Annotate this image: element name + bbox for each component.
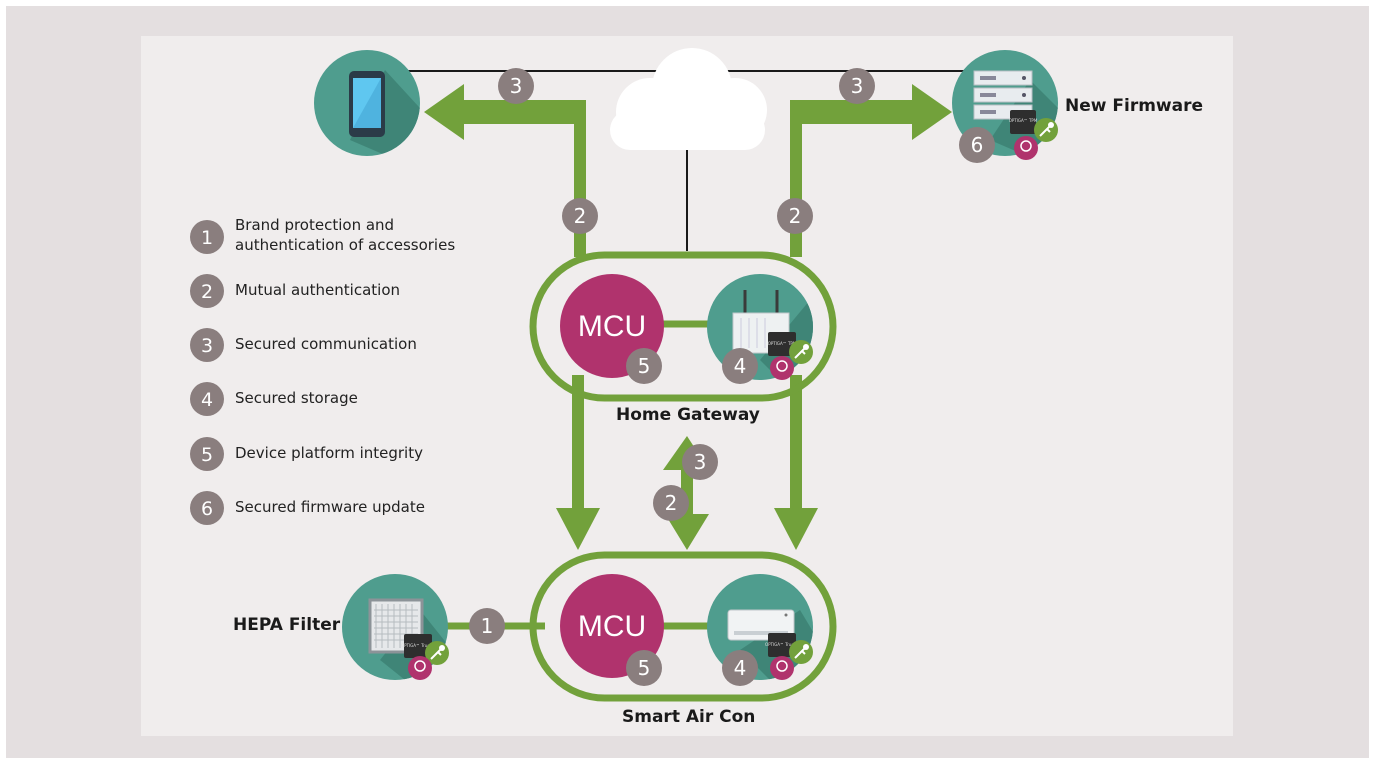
legend-bubble-5: 5: [190, 437, 224, 471]
svg-text:4: 4: [734, 656, 747, 680]
bubble-4-aircon: 4: [722, 650, 758, 686]
svg-text:2: 2: [789, 204, 802, 228]
certificate-icon: [770, 356, 794, 380]
mcu-gateway-label: MCU: [578, 310, 646, 343]
svg-text:5: 5: [638, 354, 651, 378]
legend-bubble-3: 3: [190, 328, 224, 362]
arrow-to-phone: [424, 84, 586, 257]
certificate-icon: [408, 656, 432, 680]
smart-aircon-container: [529, 551, 837, 702]
arrow-down-left: [556, 508, 600, 550]
bubble-3-center: 3: [682, 444, 718, 480]
bubble-3-phone: 3: [498, 68, 534, 104]
svg-text:1: 1: [481, 614, 494, 638]
chip-icon: OPTIGA™ Trust B: [765, 633, 799, 657]
bubble-3-server: 3: [839, 68, 875, 104]
chip-icon: OPTIGA™ TPM: [768, 332, 797, 356]
legend-bubble-4: 4: [190, 382, 224, 416]
smart-aircon-label: Smart Air Con: [622, 707, 756, 727]
server-chip-label: OPTIGA™ TPM: [1009, 118, 1038, 123]
air-conditioner-icon: [727, 609, 795, 641]
certificate-icon: [770, 656, 794, 680]
legend-bubble-2: 2: [190, 274, 224, 308]
hepa-filter-label: HEPA Filter: [233, 615, 341, 635]
bubble-2-left: 2: [562, 198, 598, 234]
svg-text:6: 6: [971, 133, 984, 157]
legend-text-1b: authentication of accessories: [235, 236, 456, 254]
hepa-chip-label: OPTIGA™ Trust B: [401, 643, 435, 648]
svg-text:2: 2: [574, 204, 587, 228]
legend-item-1: Brand protection and authentication of a…: [235, 215, 455, 255]
bubble-2-right: 2: [777, 198, 813, 234]
legend-text-1a: Brand protection and: [235, 216, 395, 234]
cloud-icon: [610, 48, 767, 150]
certificate-icon: [1014, 136, 1038, 160]
svg-text:5: 5: [201, 444, 213, 466]
svg-text:2: 2: [665, 491, 678, 515]
bubble-2-center: 2: [653, 485, 689, 521]
smartphone-icon: [349, 71, 385, 137]
arrow-down-right: [774, 508, 818, 550]
svg-text:1: 1: [201, 227, 213, 249]
svg-text:3: 3: [201, 335, 213, 357]
svg-text:3: 3: [851, 74, 864, 98]
home-gateway-label: Home Gateway: [616, 405, 760, 425]
svg-text:3: 3: [694, 450, 707, 474]
diagram-number-bubbles: 3 3 2 2 6 5 4 3 2 1 5 4: [469, 68, 995, 686]
legend-item-5: Device platform integrity: [235, 444, 423, 462]
arrow-down-center: [665, 514, 709, 550]
aircon-chip-label: OPTIGA™ Trust B: [765, 642, 799, 647]
new-firmware-label: New Firmware: [1065, 96, 1204, 116]
legend-item-6: Secured firmware update: [235, 498, 425, 516]
home-gateway-container: [529, 251, 837, 402]
svg-text:4: 4: [201, 389, 213, 411]
legend-item-2: Mutual authentication: [235, 281, 401, 299]
legend-bubble-6: 6: [190, 491, 224, 525]
bubble-1-hepa: 1: [469, 608, 505, 644]
legend-bubbles: 1 2 3 4 5 6: [190, 220, 224, 525]
mcu-aircon-label: MCU: [578, 610, 646, 643]
bubble-6-server: 6: [959, 127, 995, 163]
legend-bubble-1: 1: [190, 220, 224, 254]
chip-icon: OPTIGA™ TPM: [1009, 110, 1038, 134]
svg-text:6: 6: [201, 498, 213, 520]
bubble-5-gateway: 5: [626, 348, 662, 384]
svg-text:5: 5: [638, 656, 651, 680]
router-chip-label: OPTIGA™ TPM: [768, 341, 797, 346]
arrow-to-server: [790, 84, 952, 257]
chip-icon: OPTIGA™ Trust B: [401, 634, 435, 658]
legend-item-3: Secured communication: [235, 335, 417, 353]
bubble-5-aircon: 5: [626, 650, 662, 686]
svg-text:3: 3: [510, 74, 523, 98]
svg-text:2: 2: [201, 281, 213, 303]
legend-item-4: Secured storage: [235, 389, 358, 407]
svg-text:4: 4: [734, 354, 747, 378]
bubble-4-gateway: 4: [722, 348, 758, 384]
